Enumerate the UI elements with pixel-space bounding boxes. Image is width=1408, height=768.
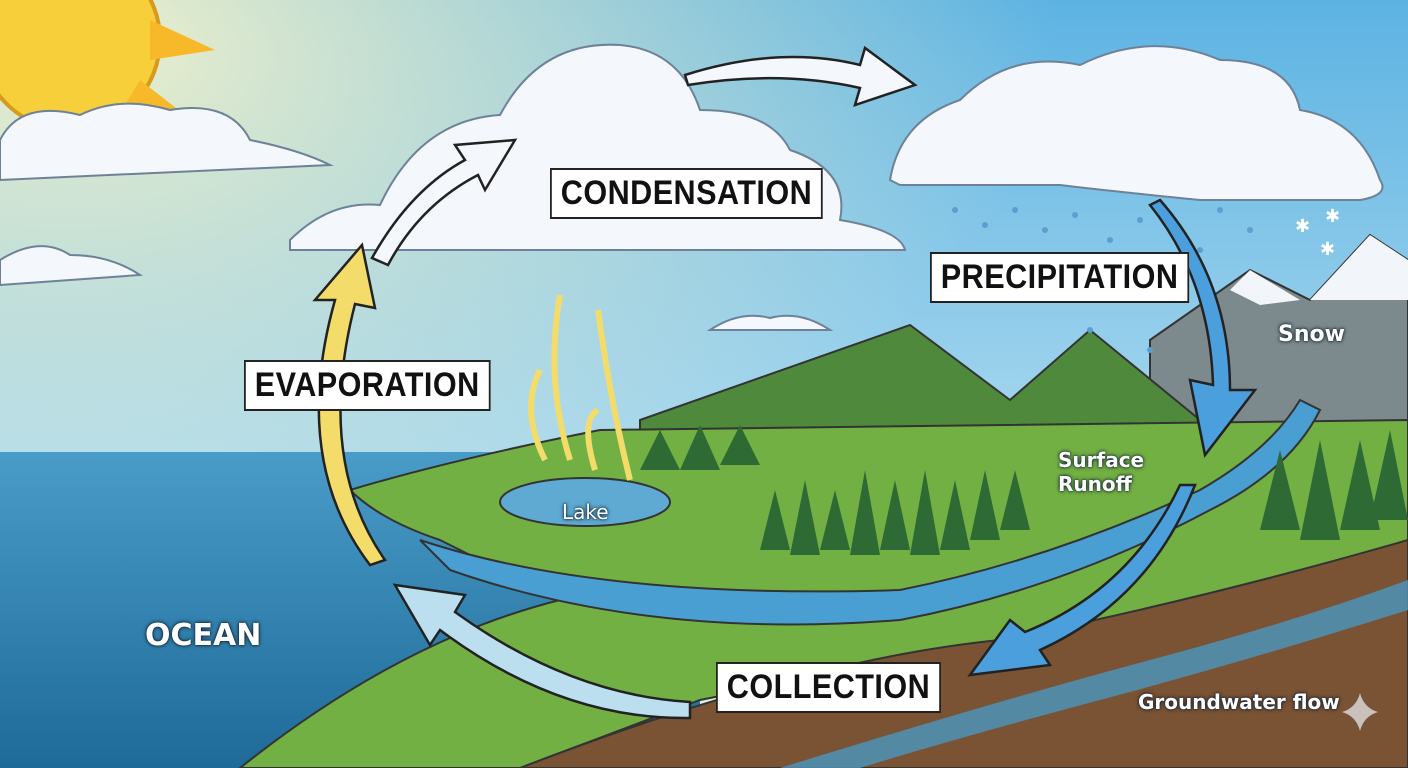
svg-text:✱: ✱ (1325, 206, 1340, 227)
condensation-label: CONDENSATION (550, 168, 823, 219)
arrow-icon (528, 294, 633, 481)
ocean-label: OCEAN (145, 618, 262, 653)
surface-runoff-label: Surface Runoff (1058, 448, 1144, 496)
collection-label: COLLECTION (716, 662, 941, 713)
tree-icon (640, 425, 1408, 555)
svg-text:✱: ✱ (1320, 239, 1335, 260)
groundwater (780, 580, 1408, 768)
arrow-icon (312, 45, 1258, 720)
lake (499, 477, 671, 527)
surface-runoff-line2: Runoff (1058, 472, 1132, 496)
sparkle-icon (1342, 693, 1378, 731)
precipitation-label: PRECIPITATION (930, 252, 1190, 303)
groundwater-flow-label: Groundwater flow (1138, 690, 1340, 714)
river (419, 398, 1322, 626)
svg-text:✱: ✱ (1295, 216, 1310, 237)
snowflake-icon: ✱ ✱ ✱ (1295, 206, 1340, 260)
rain-icon (952, 207, 1253, 353)
surface-runoff-line1: Surface (1058, 448, 1145, 472)
sun-icon (0, 0, 215, 132)
evaporation-label: EVAPORATION (244, 360, 491, 411)
lake-label: Lake (562, 500, 609, 524)
snow-label: Snow (1278, 322, 1345, 347)
